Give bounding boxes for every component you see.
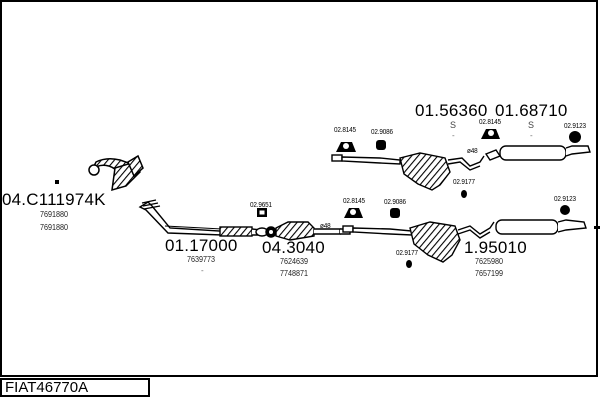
oem-number: -	[530, 131, 533, 140]
middle-silencer-upper-shape	[331, 152, 485, 191]
front-pipe-shape	[138, 199, 263, 237]
middle-silencer-lower-shape	[342, 221, 495, 263]
hanger-upper-4	[569, 131, 581, 143]
hanger-lower-4	[560, 205, 570, 215]
oem-number: 7748871	[280, 269, 309, 278]
fitting-ref: 02.9123	[554, 194, 576, 203]
oem-number: S	[450, 120, 457, 130]
hanger-upper-3	[481, 129, 500, 139]
diagram-frame	[0, 0, 598, 377]
fitting-ref: 02.8145	[479, 117, 501, 126]
fitting-ref: 02.9177	[453, 177, 475, 186]
fitting-ref: 02.9086	[371, 127, 393, 136]
oem-number: 7624639	[280, 257, 309, 266]
marker-square	[55, 180, 59, 184]
part-code-middle-silencer-upper: 01.56360	[415, 101, 488, 120]
oem-number: 7691880	[40, 223, 69, 232]
oem-number: -	[452, 131, 455, 140]
hanger-lower-2	[390, 208, 400, 218]
hanger-upper-2	[376, 140, 386, 150]
catalytic-converter-shape	[255, 221, 341, 241]
diameter-label: ø48	[320, 221, 331, 230]
diameter-label: ø48	[467, 146, 478, 155]
hanger-upper-1	[336, 142, 356, 152]
hanger-lower-3	[406, 260, 412, 268]
part-code-manifold: 04.C111974K	[2, 190, 106, 209]
oem-number: 7691880	[40, 210, 69, 219]
diagram-title: FIAT46770A	[0, 378, 150, 397]
exhaust-manifold-shape	[88, 154, 144, 192]
oem-number: 7625980	[475, 257, 504, 266]
fitting-ref: 02.9177	[396, 248, 418, 257]
part-code-front-pipe: 01.17000	[165, 236, 238, 255]
fitting-ref: 02.8145	[334, 125, 356, 134]
oem-number: S	[528, 120, 535, 130]
part-code-silencer-lower: 1.95010	[464, 238, 527, 257]
hanger-upper-5	[461, 190, 467, 198]
oem-number: 7639773	[187, 255, 216, 264]
fitting-ref: 02.8145	[343, 196, 365, 205]
rear-silencer-lower-shape	[495, 219, 600, 235]
fitting-clamp-shape	[257, 208, 267, 217]
fitting-ref: 02.9651	[250, 200, 272, 209]
rear-silencer-upper-shape	[484, 145, 591, 161]
part-code-catalyst: 04.3040	[262, 238, 325, 257]
fitting-ref: 02.9123	[564, 121, 586, 130]
oem-number: 7657199	[475, 269, 504, 278]
oem-number: -	[201, 266, 204, 275]
part-code-rear-silencer-upper: 01.68710	[495, 101, 568, 120]
fitting-ref: 02.9086	[384, 197, 406, 206]
hanger-lower-1	[344, 208, 363, 218]
